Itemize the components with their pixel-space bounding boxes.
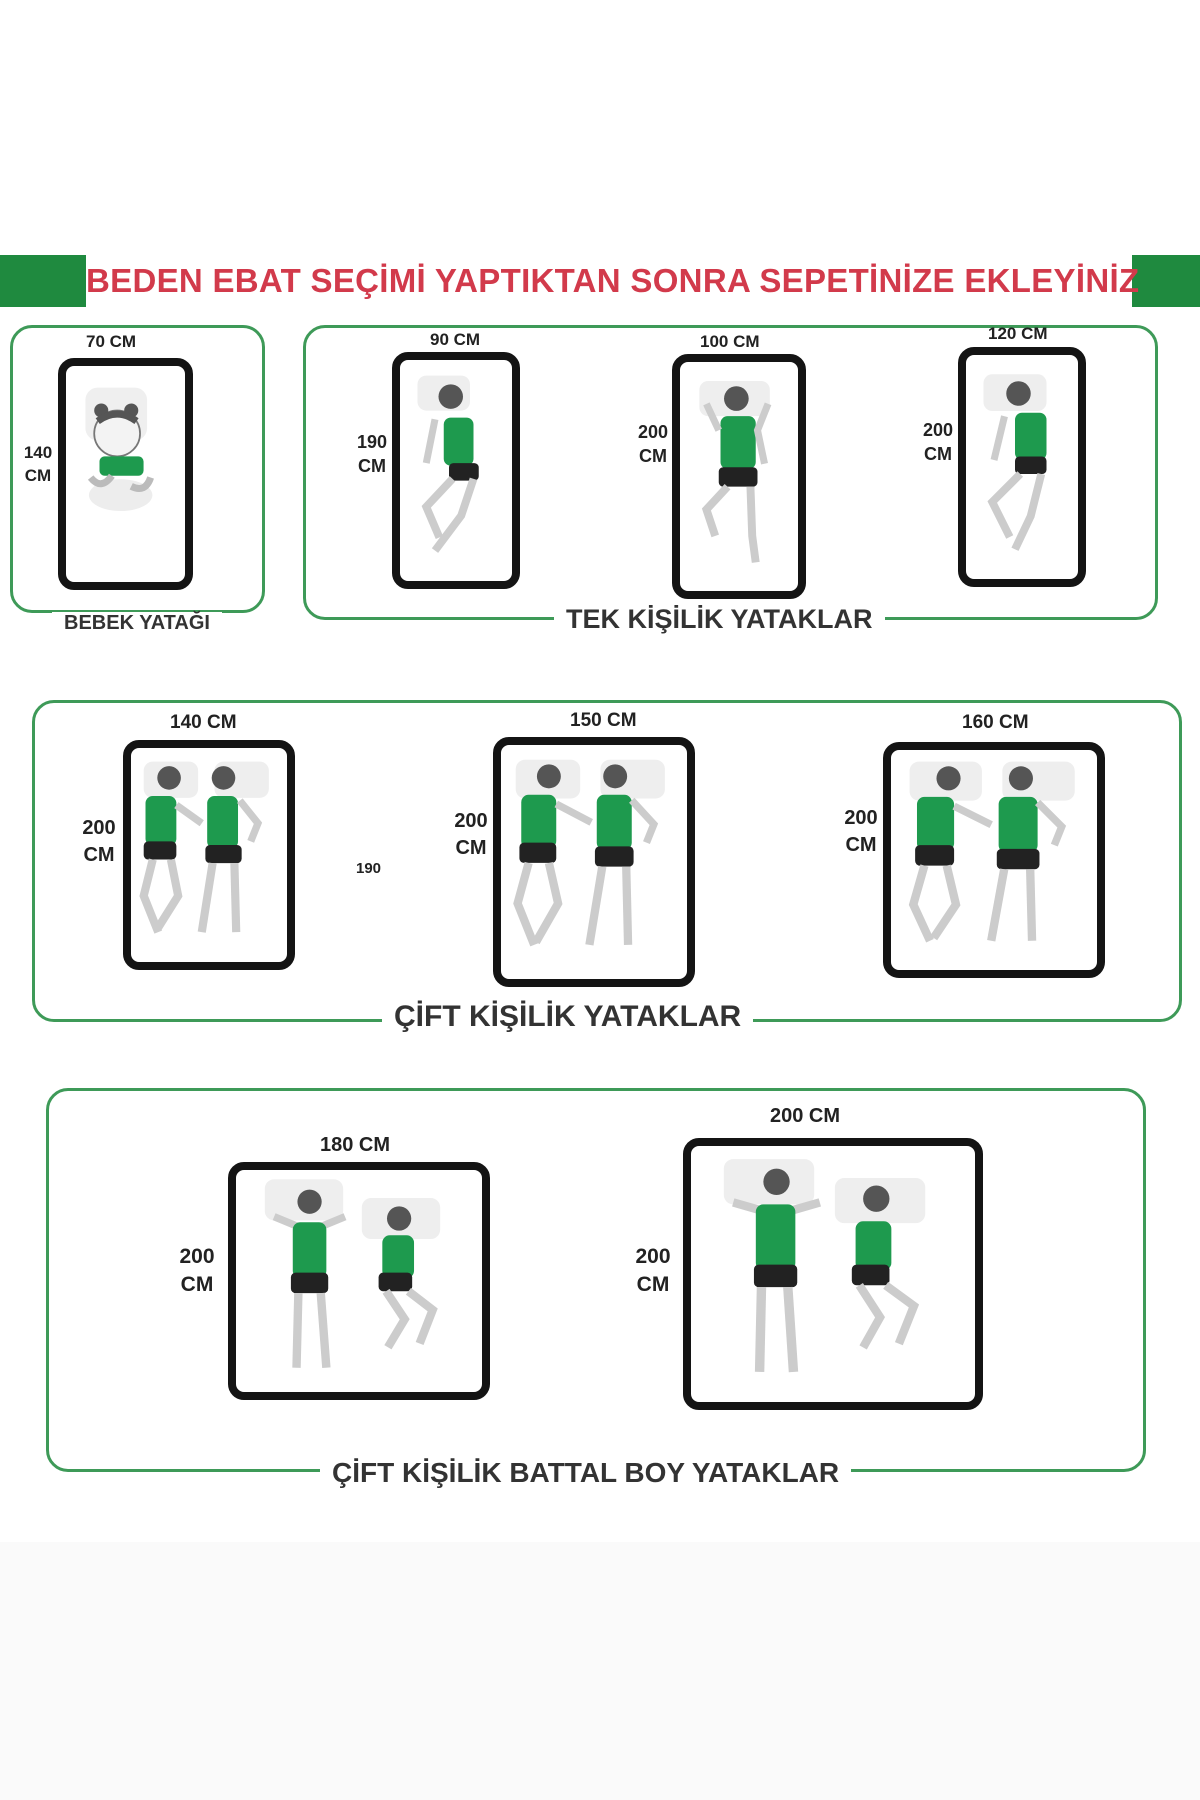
bed-width-label: 160 CM xyxy=(962,712,1029,733)
bed-single-120 xyxy=(958,347,1086,587)
bed-width-label: 90 CM xyxy=(430,330,481,349)
bed-single-100 xyxy=(672,354,806,599)
extra-length-label: 190 xyxy=(356,860,382,877)
bed-length-label: 190 CM xyxy=(356,432,388,477)
cift-title: ÇİFT KİŞİLİK YATAKLAR xyxy=(382,1000,754,1034)
battal-title: ÇİFT KİŞİLİK BATTAL BOY YATAKLAR xyxy=(320,1457,852,1489)
bed-king-200 xyxy=(683,1138,983,1410)
bed-length-label: 200 CM xyxy=(635,1245,671,1297)
person-sleeping-icon xyxy=(983,374,1047,551)
bed-width-label: 100 CM xyxy=(700,332,760,351)
bed-king-180 xyxy=(228,1162,490,1400)
bed-double-160 xyxy=(883,742,1105,978)
bed-length-label: 140 CM xyxy=(23,443,53,485)
bed-length-label: 200 CM xyxy=(179,1245,215,1297)
bed-single-90 xyxy=(392,352,520,589)
bed-width-label: 180 CM xyxy=(320,1134,391,1156)
bed-length-label: 200 CM xyxy=(82,817,116,866)
header-green-bar-right xyxy=(1132,255,1200,307)
header-green-bar-left xyxy=(0,255,86,307)
tek-title: TEK KİŞİLİK YATAKLAR xyxy=(554,604,885,635)
person-sleeping-icon xyxy=(417,375,479,553)
bed-double-140 xyxy=(123,740,295,970)
couple-sleeping-icon xyxy=(513,759,665,947)
bed-double-150 xyxy=(493,737,695,987)
bed-length-label: 200 CM xyxy=(637,422,669,467)
person-sleeping-icon xyxy=(699,380,772,563)
couple-sleeping-icon xyxy=(139,761,269,934)
bebek-frame xyxy=(10,325,265,613)
bed-width-label: 140 CM xyxy=(170,712,237,733)
bed-width-label: 200 CM xyxy=(770,1105,841,1127)
bottom-background xyxy=(0,1542,1200,1800)
couple-sleeping-icon xyxy=(264,1179,441,1369)
bed-width-label: 120 CM xyxy=(988,324,1048,343)
bed-width-label: 70 CM xyxy=(86,332,137,351)
couple-sleeping-icon xyxy=(723,1159,926,1373)
bed-length-label: 200 CM xyxy=(454,810,488,859)
bed-length-label: 200 CM xyxy=(922,420,954,465)
bed-length-label: 200 CM xyxy=(844,807,878,856)
header-banner: BEDEN EBAT SEÇİMİ YAPTIKTAN SONRA SEPETİ… xyxy=(86,262,1140,299)
couple-sleeping-icon xyxy=(908,761,1075,943)
bed-width-label: 150 CM xyxy=(570,710,637,731)
bebek-title: BEBEK YATAĞI xyxy=(52,612,222,635)
bed-baby xyxy=(58,358,193,590)
baby-sleeping-icon xyxy=(85,387,154,512)
